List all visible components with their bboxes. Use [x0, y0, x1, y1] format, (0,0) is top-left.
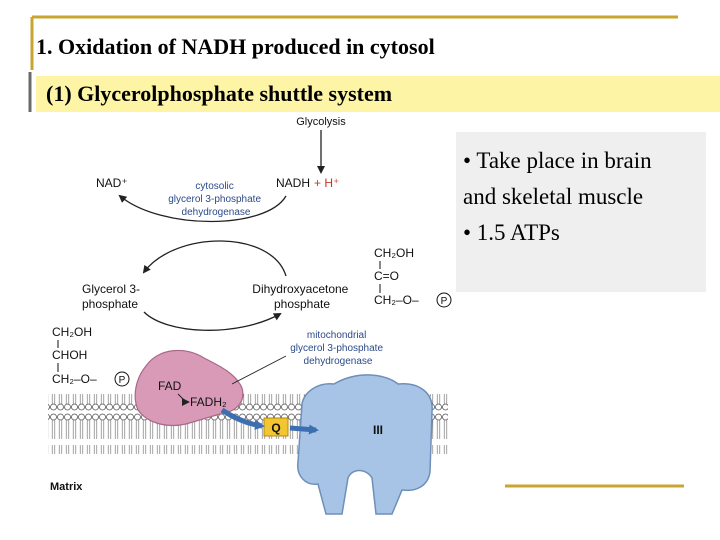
- slide-title: 1. Oxidation of NADH produced in cytosol: [36, 34, 435, 59]
- dhap-structure: CH₂OH C=O CH₂–O– P: [374, 246, 452, 308]
- phosphate-icon: [436, 292, 452, 308]
- fad-reduction-arrow: [177, 393, 190, 406]
- svg-text:P: P: [441, 296, 448, 307]
- g3p-to-dhap-arrow: [143, 311, 282, 331]
- q-label: Q: [271, 421, 280, 435]
- cytosolic-enzyme-label: cytosolic glycerol 3-phosphate dehydroge…: [168, 181, 264, 218]
- nad-plus-label: NAD⁺: [96, 176, 128, 190]
- phosphate-icon: [114, 371, 130, 387]
- nadh-label: NADH+ H⁺: [276, 176, 339, 190]
- shuttle-diagram: III Q Glycolysis NAD⁺ NADH+ H⁺ cytosolic…: [48, 116, 452, 515]
- complex-iii-shape: [297, 374, 433, 515]
- dhap-label: Dihydroxyacetone phosphate: [252, 282, 351, 311]
- mito-enzyme-label: mitochondrial glycerol 3-phosphate dehyd…: [290, 330, 386, 367]
- electron-flow-arrow: [220, 407, 265, 430]
- matrix-label: Matrix: [50, 481, 83, 493]
- glycolysis-label: Glycolysis: [296, 116, 346, 128]
- g3p-structure: CH₂OH CHOH CH₂–O– P: [52, 325, 130, 387]
- mito-g3p-dehydrogenase-shape: [134, 349, 244, 427]
- fadh2-label: FADH₂: [190, 395, 227, 409]
- bullet-line-1: • Take place in brain: [463, 148, 652, 173]
- fad-label: FAD: [158, 379, 182, 393]
- svg-text:CH₂OH CHOH CH₂–O–: CH₂OH CHOH CH₂–O–: [52, 325, 97, 386]
- svg-text:CH₂OH C=O CH₂–O–: CH₂OH C=O CH₂–O–: [374, 246, 419, 307]
- complex-iii-label: III: [373, 423, 383, 437]
- glycerol-3-phosphate-label: Glycerol 3- phosphate: [82, 282, 143, 311]
- bullet-line-3: • 1.5 ATPs: [463, 220, 560, 245]
- bullet-line-2: and skeletal muscle: [463, 184, 644, 209]
- bullet-box: • Take place in brain and skeletal muscl…: [456, 132, 706, 292]
- electron-flow-arrow-to-complex: [289, 424, 319, 435]
- svg-text:P: P: [119, 375, 126, 386]
- subtitle-highlight: [36, 76, 720, 112]
- slide-subtitle: (1) Glycerolphosphate shuttle system: [46, 81, 393, 106]
- nadh-oxidation-arrow: [118, 194, 287, 223]
- mito-enzyme-pointer: [231, 355, 287, 385]
- dhap-to-g3p-arrow: [142, 240, 287, 277]
